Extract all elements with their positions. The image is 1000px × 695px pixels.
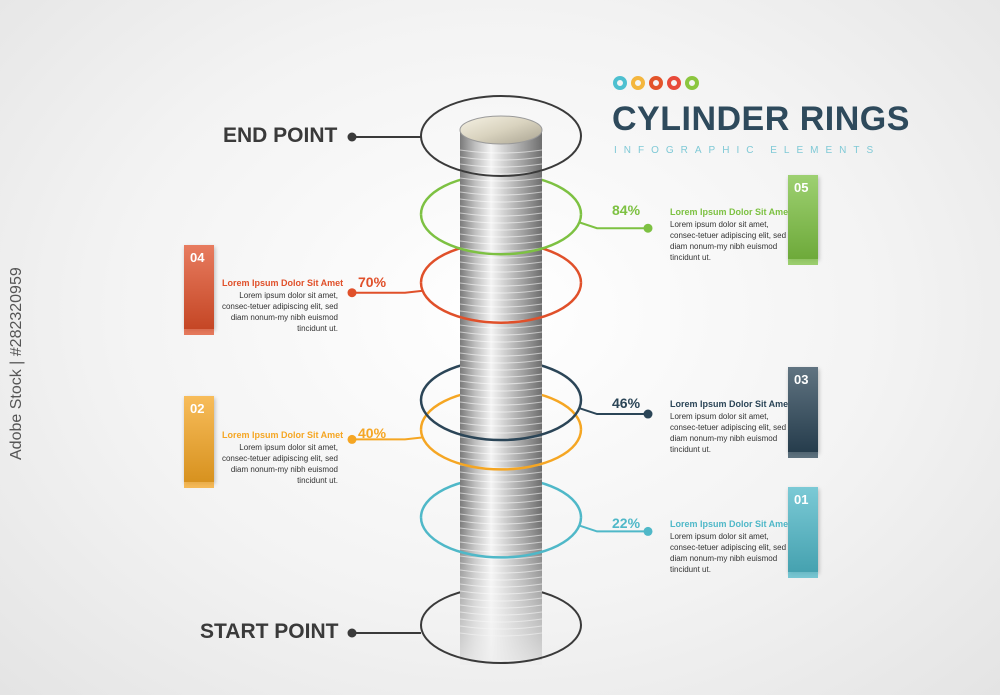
item-01-bar: 01 <box>788 487 818 578</box>
item-02-heading: Lorem Ipsum Dolor Sit Amet <box>222 430 344 440</box>
logo-ring-4 <box>667 76 681 90</box>
item-01-number: 01 <box>794 492 809 507</box>
connector-03 <box>578 407 648 416</box>
item-04-percent: 70% <box>358 274 387 290</box>
connector-dot-01 <box>643 526 653 536</box>
connector-dot-03 <box>643 409 653 419</box>
connector-05 <box>578 221 648 230</box>
item-03-text: Lorem ipsum dolor sit amet, consec-tetue… <box>670 412 787 454</box>
item-03-heading: Lorem Ipsum Dolor Sit Amet <box>670 399 792 409</box>
item-01-text: Lorem ipsum dolor sit amet, consec-tetue… <box>670 532 787 574</box>
connector-dot-02 <box>347 434 357 444</box>
item-03-bar: 03 <box>788 367 818 458</box>
item-02-bar: 02 <box>184 396 214 488</box>
ring-03 <box>419 400 583 442</box>
connector-02 <box>352 436 424 441</box>
page-subtitle: INFOGRAPHIC ELEMENTS <box>614 145 881 156</box>
item-01-percent: 22% <box>612 515 641 531</box>
ring-05 <box>419 214 583 256</box>
ring-01 <box>419 517 583 559</box>
item-03-percent: 46% <box>612 395 641 411</box>
logo-ring-5 <box>685 76 699 90</box>
item-04-bar: 04 <box>184 245 214 335</box>
item-05-percent: 84% <box>612 202 641 218</box>
item-02-number: 02 <box>190 401 205 416</box>
end-point-ring <box>420 135 582 177</box>
ring-02 <box>419 429 583 471</box>
start-point-dot <box>347 628 357 638</box>
end-point-label: END POINT <box>223 124 338 147</box>
watermark: Adobe Stock | #282320959 <box>8 267 25 460</box>
start-point-ring <box>420 624 582 664</box>
logo-ring-2 <box>631 76 645 90</box>
end-point-dot <box>347 132 357 142</box>
item-05-text: Lorem ipsum dolor sit amet, consec-tetue… <box>670 220 787 262</box>
start-point-label: START POINT <box>200 620 339 643</box>
logo-ring-1 <box>613 76 627 90</box>
item-04-text: Lorem ipsum dolor sit amet, consec-tetue… <box>221 291 338 333</box>
item-02-text: Lorem ipsum dolor sit amet, consec-tetue… <box>221 443 338 485</box>
cylinder-fade <box>460 520 542 665</box>
item-05-heading: Lorem Ipsum Dolor Sit Amet <box>670 207 792 217</box>
connector-dot-04 <box>347 288 357 298</box>
connector-dot-05 <box>643 223 653 233</box>
connector-04 <box>352 289 424 294</box>
item-05-bar: 05 <box>788 175 818 265</box>
page-title: CYLINDER RINGS <box>612 100 910 138</box>
cylinder-top <box>459 115 543 145</box>
item-04-heading: Lorem Ipsum Dolor Sit Amet <box>222 278 344 288</box>
title-logo <box>613 76 713 98</box>
item-04-number: 04 <box>190 250 205 265</box>
item-05-number: 05 <box>794 180 809 195</box>
ring-04 <box>419 282 583 324</box>
connector-01 <box>578 524 648 533</box>
item-03-number: 03 <box>794 372 809 387</box>
item-02-percent: 40% <box>358 425 387 441</box>
item-01-heading: Lorem Ipsum Dolor Sit Amet <box>670 519 792 529</box>
logo-ring-3 <box>649 76 663 90</box>
end-point-ring-back <box>420 95 582 137</box>
